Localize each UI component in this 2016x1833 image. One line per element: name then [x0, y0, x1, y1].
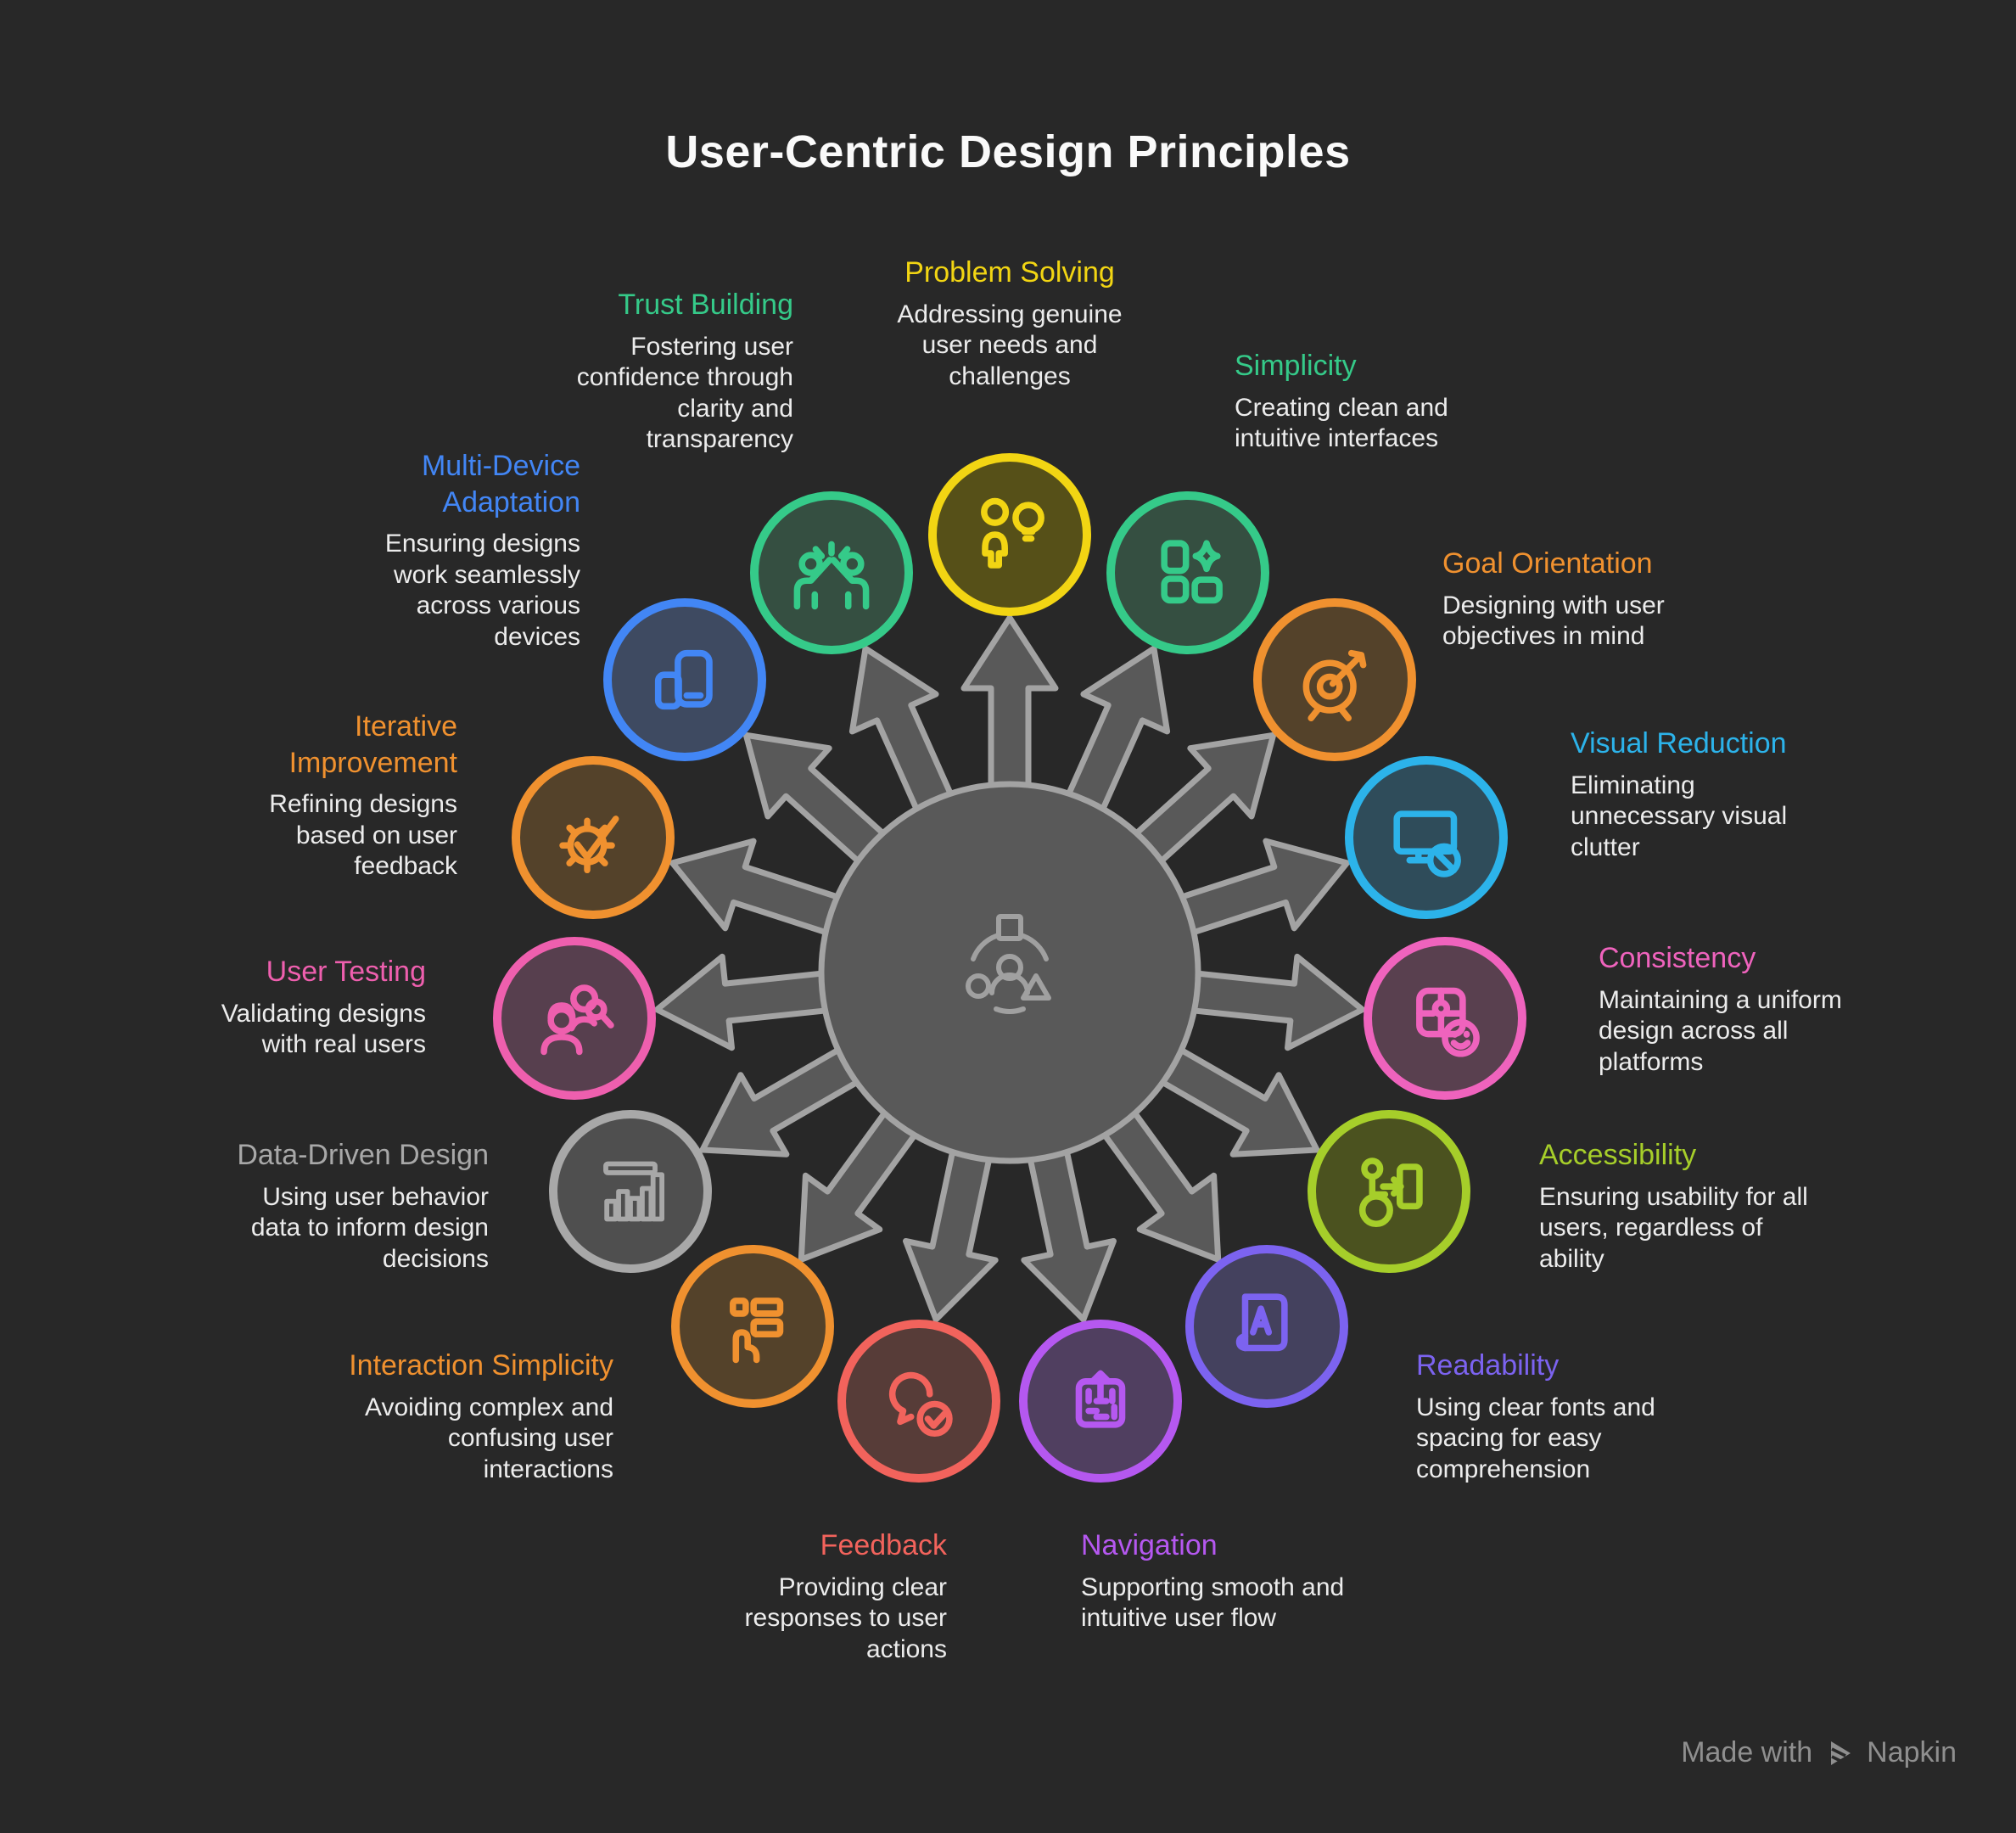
principle-description: Ensuring usability for all users, regard… [1539, 1182, 1808, 1273]
principle-user-testing-label: User Testing Validating designs with rea… [171, 954, 426, 1061]
person-lightbulb-icon [981, 497, 1044, 569]
puzzle-smiley-icon [1416, 987, 1480, 1057]
principle-description: Creating clean and intuitive interfaces [1235, 393, 1448, 453]
principle-description: Providing clear responses to user action… [744, 1572, 947, 1663]
principle-description: Using clear fonts and spacing for easy c… [1416, 1393, 1655, 1483]
principle-problem-solving-label: Problem Solving Addressing genuine user … [882, 255, 1137, 392]
principle-title: Consistency [1599, 942, 1756, 974]
principle-simplicity-node [1106, 491, 1269, 654]
people-magnifier-icon [540, 984, 614, 1056]
watermark: Made with Napkin [1681, 1736, 1957, 1769]
principle-iterative-improvement-label: Iterative Improvement Refining designs b… [211, 709, 457, 883]
principle-title: User Testing [266, 956, 426, 988]
maze-arrow-icon [1075, 1370, 1126, 1428]
principle-accessibility-label: Accessibility Ensuring usability for all… [1539, 1137, 1828, 1275]
phone-tablet-icon [654, 649, 713, 710]
high-five-icon [793, 541, 870, 610]
principle-title: Interaction Simplicity [349, 1349, 613, 1382]
principle-description: Addressing genuine user needs and challe… [897, 300, 1123, 390]
principle-title: Navigation [1081, 1529, 1218, 1561]
principle-description: Maintaining a uniform design across all … [1599, 985, 1842, 1076]
page-title: User-Centric Design Principles [665, 126, 1351, 177]
principle-description: Refining designs based on user feedback [269, 790, 457, 881]
principle-navigation-node [1019, 1320, 1182, 1483]
principle-data-driven-design-node [549, 1110, 712, 1273]
principle-title: Simplicity [1235, 350, 1357, 382]
principle-title: Feedback [820, 1529, 947, 1561]
principle-accessibility-node [1308, 1110, 1470, 1273]
principle-data-driven-design-label: Data-Driven Design Using user behavior d… [209, 1137, 489, 1275]
principle-goal-orientation-label: Goal Orientation Designing with user obj… [1442, 546, 1722, 653]
watermark-prefix: Made with [1681, 1736, 1813, 1769]
principle-visual-reduction-label: Visual Reduction Eliminating unnecessary… [1571, 726, 1825, 863]
principle-description: Ensuring designs work seamlessly across … [384, 530, 580, 651]
principle-interaction-simplicity-node [671, 1245, 834, 1408]
principle-interaction-simplicity-label: Interaction Simplicity Avoiding complex … [333, 1348, 613, 1485]
principle-description: Supporting smooth and intuitive user flo… [1081, 1572, 1345, 1633]
principle-description: Avoiding complex and confusing user inte… [365, 1393, 613, 1483]
principle-navigation-label: Navigation Supporting smooth and intuiti… [1081, 1528, 1352, 1634]
principle-trust-building-node [750, 491, 913, 654]
hub-graphic [653, 614, 1366, 1323]
principle-simplicity-label: Simplicity Creating clean and intuitive … [1235, 348, 1515, 455]
chat-check-icon [888, 1371, 953, 1438]
principle-multi-device-adaptation-node [603, 598, 766, 761]
watermark-brand: Napkin [1867, 1736, 1957, 1769]
book-a-icon [1235, 1293, 1288, 1352]
principle-title: Goal Orientation [1442, 547, 1653, 580]
principle-feedback-node [837, 1320, 1000, 1483]
tiles-sparkle-icon [1161, 540, 1223, 604]
monitor-block-icon [1393, 810, 1461, 877]
principle-title: Multi-Device Adaptation [421, 450, 580, 519]
principle-title: Readability [1416, 1349, 1560, 1382]
hub-arrows [653, 614, 1366, 1323]
napkin-logo-icon [1831, 1741, 1851, 1765]
principle-title: Accessibility [1539, 1139, 1697, 1171]
principle-description: Fostering user confidence through clarit… [576, 332, 793, 454]
tap-list-icon [730, 1298, 784, 1364]
principle-feedback-label: Feedback Providing clear responses to us… [692, 1528, 947, 1665]
principle-title: Iterative Improvement [288, 710, 457, 779]
principle-readability-node [1185, 1245, 1348, 1408]
principle-consistency-label: Consistency Maintaining a uniform design… [1599, 940, 1896, 1078]
principle-iterative-improvement-node [512, 756, 675, 919]
principle-visual-reduction-node [1345, 756, 1508, 919]
principle-title: Problem Solving [904, 256, 1115, 289]
gear-check-icon [559, 816, 619, 874]
principle-title: Trust Building [618, 289, 793, 321]
principle-goal-orientation-node [1253, 598, 1416, 761]
principle-description: Designing with user objectives in mind [1442, 591, 1665, 651]
target-dart-icon [1302, 649, 1367, 722]
principle-description: Validating designs with real users [221, 999, 426, 1059]
principle-readability-label: Readability Using clear fonts and spacin… [1416, 1348, 1705, 1485]
principle-title: Data-Driven Design [237, 1139, 489, 1171]
principle-multi-device-adaptation-label: Multi-Device Adaptation Ensuring designs… [334, 448, 580, 653]
principle-problem-solving-node [928, 453, 1091, 616]
wheelchair-door-icon [1358, 1158, 1423, 1228]
principle-consistency-node [1364, 937, 1526, 1100]
principle-description: Using user behavior data to inform desig… [250, 1182, 489, 1273]
principle-description: Eliminating unnecessary visual clutter [1571, 771, 1788, 861]
bar-chart-icon [603, 1161, 665, 1222]
principle-user-testing-node [493, 937, 656, 1100]
principle-title: Visual Reduction [1571, 727, 1787, 760]
user-centered-shapes-icon [966, 914, 1051, 1014]
principle-trust-building-label: Trust Building Fostering user confidence… [539, 287, 793, 456]
